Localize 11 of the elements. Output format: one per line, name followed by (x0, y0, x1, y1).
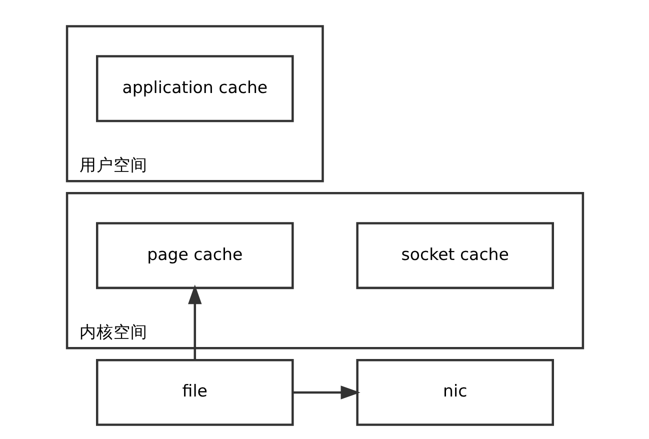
cluster (65, 25, 324, 182)
node-box: file (96, 359, 294, 426)
node-label: 用户空间 (79, 155, 148, 174)
node-label: 内核空间 (79, 322, 148, 342)
node-box: socket cache (356, 222, 554, 290)
arrow (188, 284, 202, 360)
node-box: page cache (96, 222, 294, 290)
node-box: nic (356, 359, 554, 426)
node-box: application cache (96, 55, 294, 122)
cluster (65, 192, 584, 350)
arrow (292, 386, 360, 400)
